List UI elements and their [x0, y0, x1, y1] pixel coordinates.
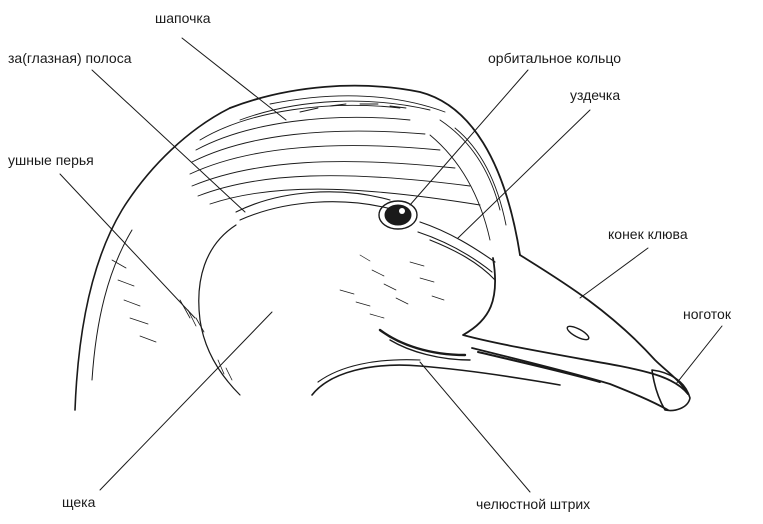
- leader-malar-stripe: [420, 362, 530, 492]
- label-cheek: щека: [62, 494, 95, 510]
- bill-gape: [478, 352, 600, 382]
- crown-outline: [230, 86, 520, 255]
- label-orbital-ring: орбитальное кольцо: [488, 50, 621, 66]
- label-ear-coverts: ушные перья: [8, 152, 94, 168]
- leader-ear-coverts: [60, 174, 195, 318]
- label-lore: уздечка: [570, 87, 620, 103]
- leader-orbital-ring: [410, 70, 528, 205]
- nostril: [566, 324, 591, 342]
- lower-contour: [312, 365, 560, 395]
- leader-cap: [182, 38, 286, 120]
- eye-stripe-hatching: [236, 192, 495, 280]
- neck-outline-inner: [92, 230, 132, 380]
- leader-nail: [676, 326, 722, 384]
- leader-eye-stripe: [92, 70, 245, 212]
- eye-highlight: [399, 208, 405, 214]
- eye: [385, 205, 411, 225]
- label-eye-stripe: за(глазная) полоса: [8, 50, 132, 66]
- ear-coverts-outline: [199, 225, 240, 395]
- bill-culmen: [520, 255, 688, 394]
- leader-lore: [458, 110, 590, 238]
- leader-culmen: [580, 248, 648, 298]
- leader-cheek: [100, 312, 272, 490]
- malar-stripe: [380, 330, 465, 355]
- cheek-hatching: [340, 255, 444, 318]
- label-cap: шапочка: [155, 10, 211, 26]
- cap-hatching: [190, 96, 506, 240]
- label-culmen: конек клюва: [608, 226, 688, 242]
- label-nail: ноготок: [683, 306, 731, 322]
- label-malar-stripe: челюстной штрих: [476, 496, 590, 512]
